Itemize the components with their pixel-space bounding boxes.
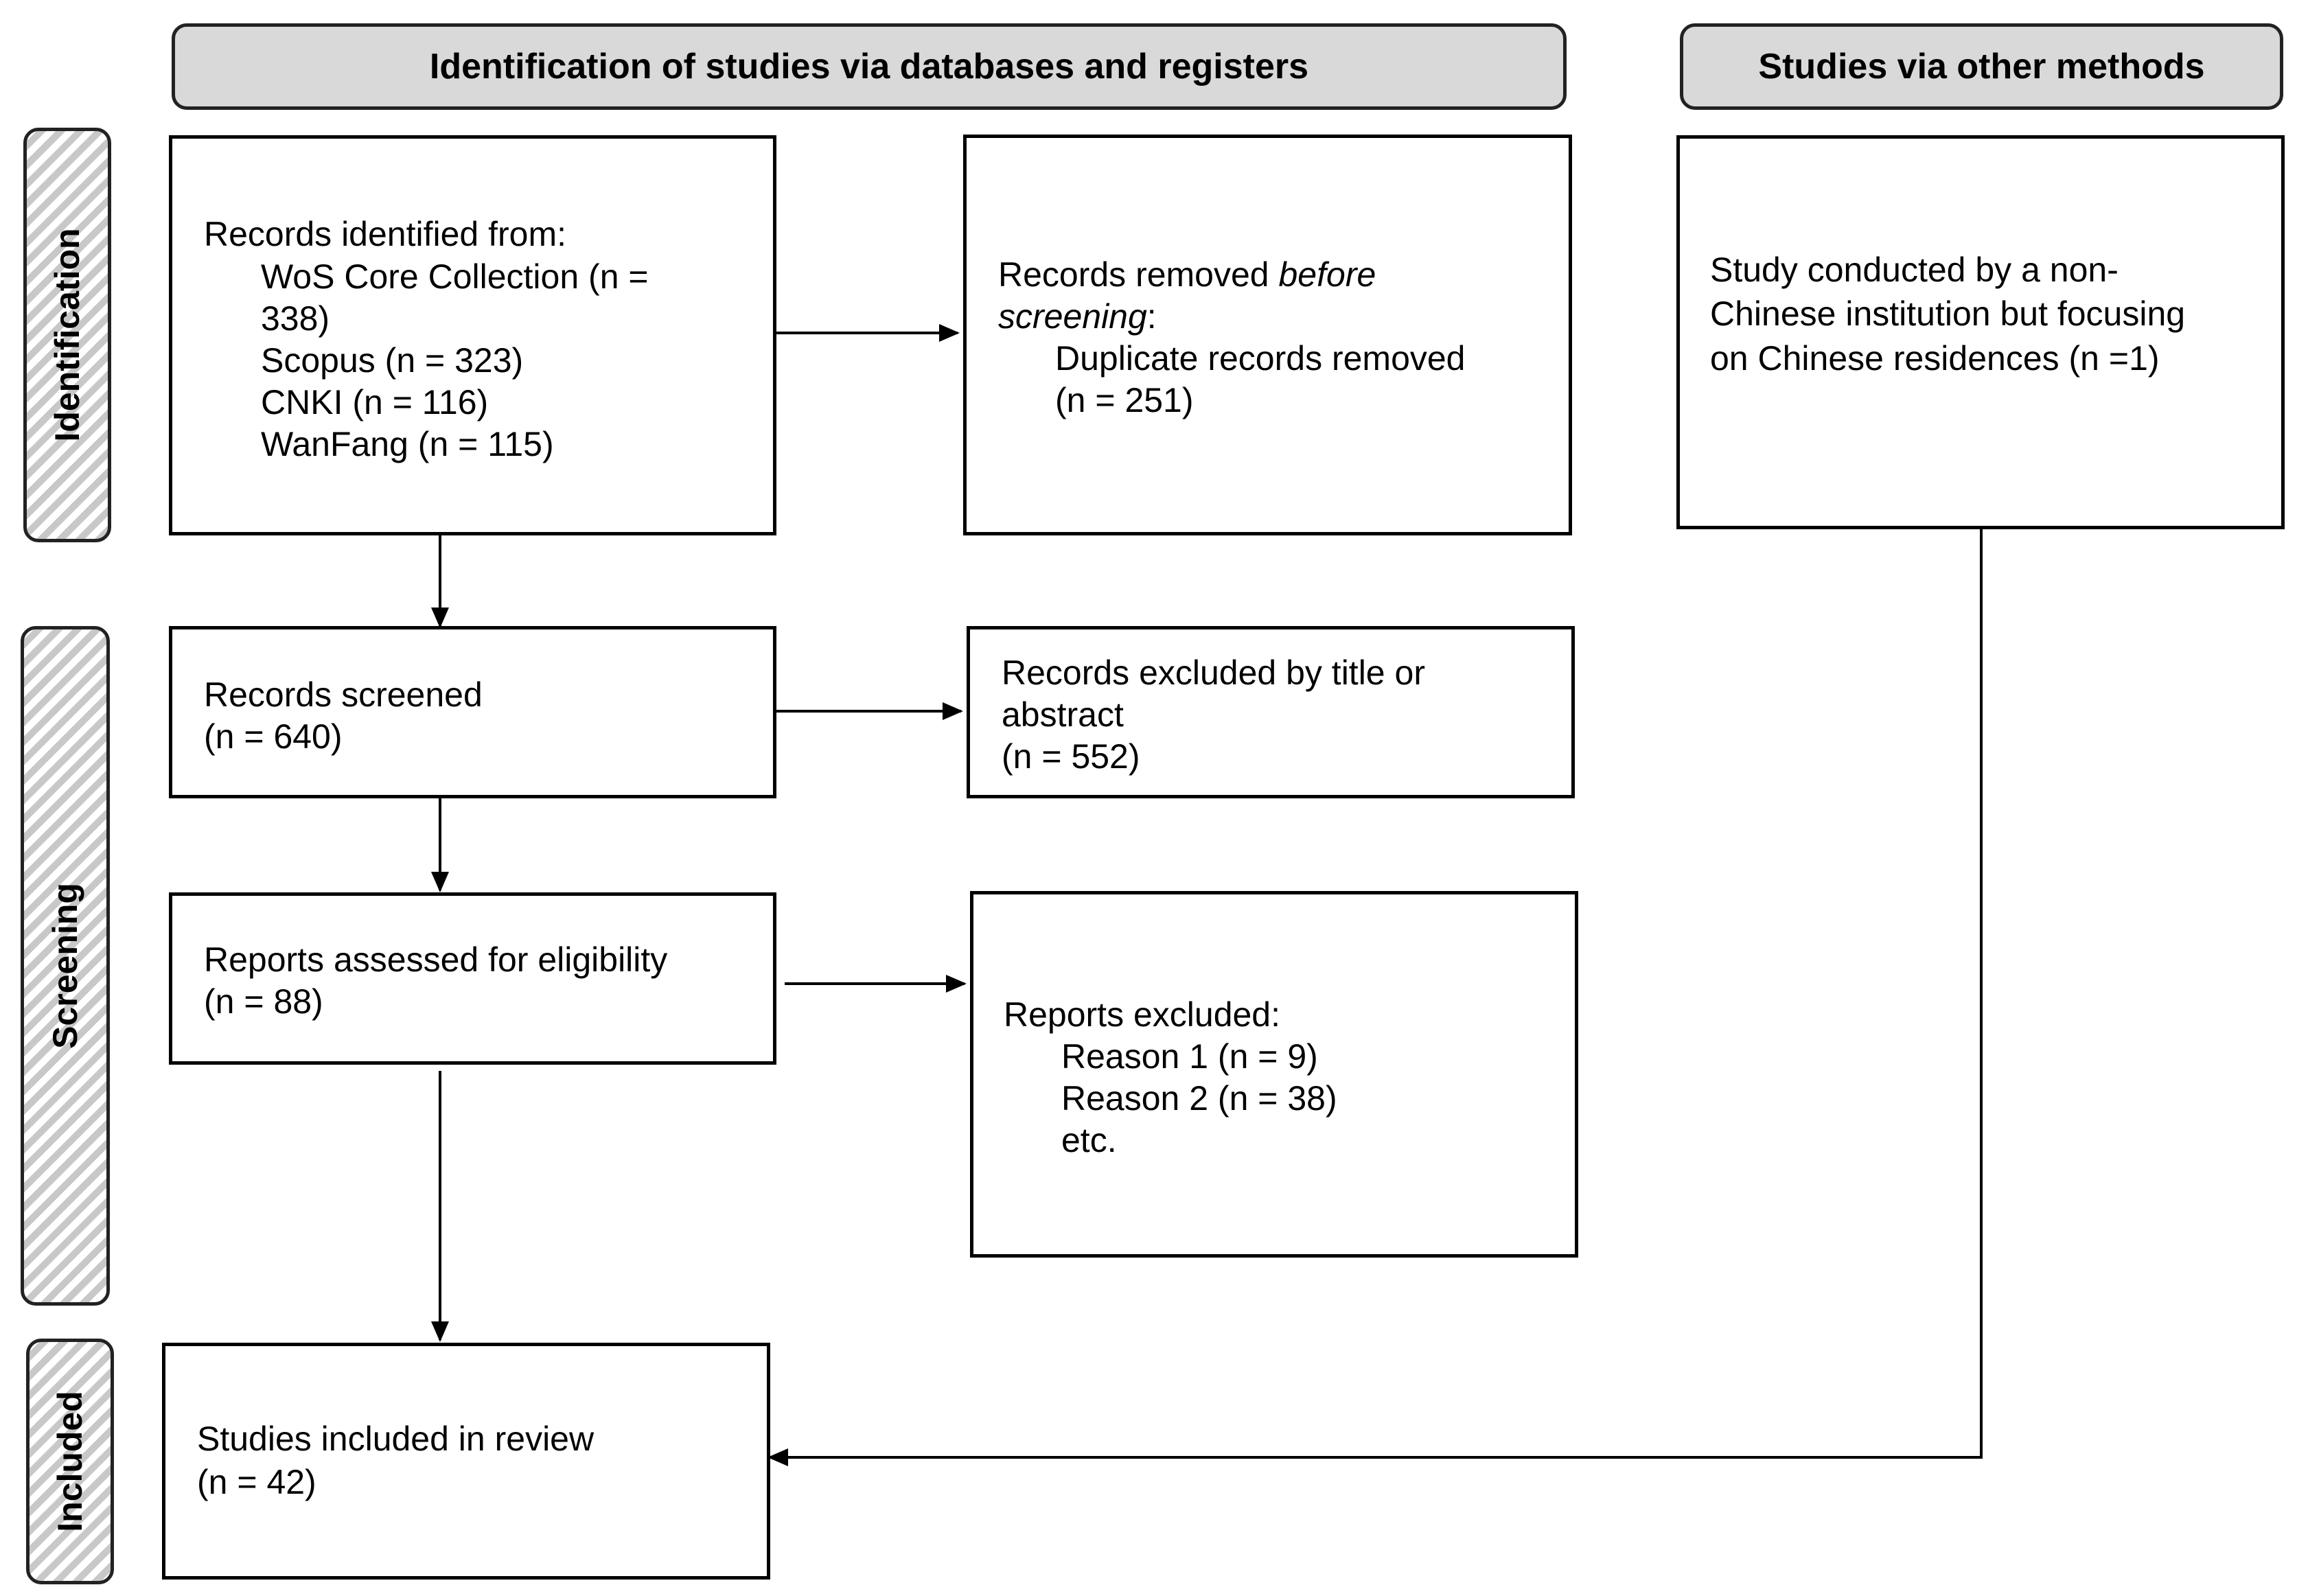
removed-prefix: Records removed xyxy=(998,255,1279,294)
removed-line1: Records removed before xyxy=(998,253,1376,296)
reports-excluded-reason-2: Reason 2 (n = 38) xyxy=(1061,1079,1337,1118)
identified-source-wanfang: WanFang (n = 115) xyxy=(261,425,554,463)
removed-screening: screening xyxy=(998,297,1147,336)
removed-before: before xyxy=(1278,255,1376,294)
other-study-line-1: Study conducted by a non- xyxy=(1710,251,2119,289)
header-databases-registers: Identification of studies via databases … xyxy=(172,23,1567,110)
removed-line2: screening: xyxy=(998,295,1157,338)
reports-excluded-etc: etc. xyxy=(1061,1121,1117,1159)
excluded-line-3: (n = 552) xyxy=(1002,737,1140,776)
arrowhead-excluded xyxy=(943,702,963,720)
box-reports-excluded: Reports excluded: Reason 1 (n = 9) Reaso… xyxy=(970,891,1578,1258)
removed-item: Duplicate records removed xyxy=(1055,339,1466,378)
included-title: Studies included in review xyxy=(197,1420,595,1458)
included-count: (n = 42) xyxy=(197,1463,316,1501)
arrowhead-other-to-included xyxy=(767,1448,788,1466)
assessed-count: (n = 88) xyxy=(204,982,323,1021)
identified-source-cnki: CNKI (n = 116) xyxy=(261,383,489,421)
phase-included: Included xyxy=(26,1339,114,1584)
phase-screening: Screening xyxy=(21,626,110,1306)
identified-source-wos-cont: 338) xyxy=(261,299,330,338)
header-databases-label: Identification of studies via databases … xyxy=(429,47,1309,86)
box-records-excluded: Records excluded by title or abstract (n… xyxy=(967,626,1575,798)
box-records-screened: Records screened (n = 640) xyxy=(169,626,776,798)
identified-source-scopus: Scopus (n = 323) xyxy=(261,341,524,380)
box-other-study: Study conducted by a non- Chinese instit… xyxy=(1676,135,2285,529)
arrowhead-removed xyxy=(939,324,960,342)
arrowhead-included xyxy=(431,1321,449,1342)
box-records-removed: Records removed before screening: Duplic… xyxy=(963,135,1572,535)
arrowhead-screened xyxy=(431,608,449,628)
excluded-line-2: abstract xyxy=(1002,695,1124,734)
arrowhead-assessed xyxy=(431,872,449,892)
arrow-other-to-included xyxy=(770,529,1983,1459)
phase-identification: Identification xyxy=(23,128,111,542)
removed-count: (n = 251) xyxy=(1055,381,1194,419)
removed-colon: : xyxy=(1146,297,1157,336)
box-records-identified: Records identified from: WoS Core Collec… xyxy=(169,135,776,535)
other-study-line-3: on Chinese residences (n =1) xyxy=(1710,339,2160,378)
assessed-title: Reports assessed for eligibility xyxy=(204,940,668,979)
reports-excluded-reason-1: Reason 1 (n = 9) xyxy=(1061,1037,1318,1076)
phase-identification-label: Identification xyxy=(48,228,86,442)
reports-excluded-title: Reports excluded: xyxy=(1004,995,1281,1034)
box-studies-included: Studies included in review (n = 42) xyxy=(162,1343,770,1580)
screened-count: (n = 640) xyxy=(204,717,343,756)
identified-source-wos: WoS Core Collection (n = xyxy=(261,257,649,296)
phase-included-label: Included xyxy=(51,1391,89,1532)
header-other-methods: Studies via other methods xyxy=(1680,23,2283,110)
excluded-line-1: Records excluded by title or xyxy=(1002,654,1425,692)
other-study-line-2: Chinese institution but focusing xyxy=(1710,294,2186,333)
header-other-label: Studies via other methods xyxy=(1758,47,2205,86)
box-reports-assessed: Reports assessed for eligibility (n = 88… xyxy=(169,892,776,1065)
identified-title: Records identified from: xyxy=(204,215,567,253)
screened-title: Records screened xyxy=(204,675,483,714)
phase-screening-label: Screening xyxy=(46,883,84,1049)
arrowhead-reports-excluded xyxy=(946,975,967,993)
